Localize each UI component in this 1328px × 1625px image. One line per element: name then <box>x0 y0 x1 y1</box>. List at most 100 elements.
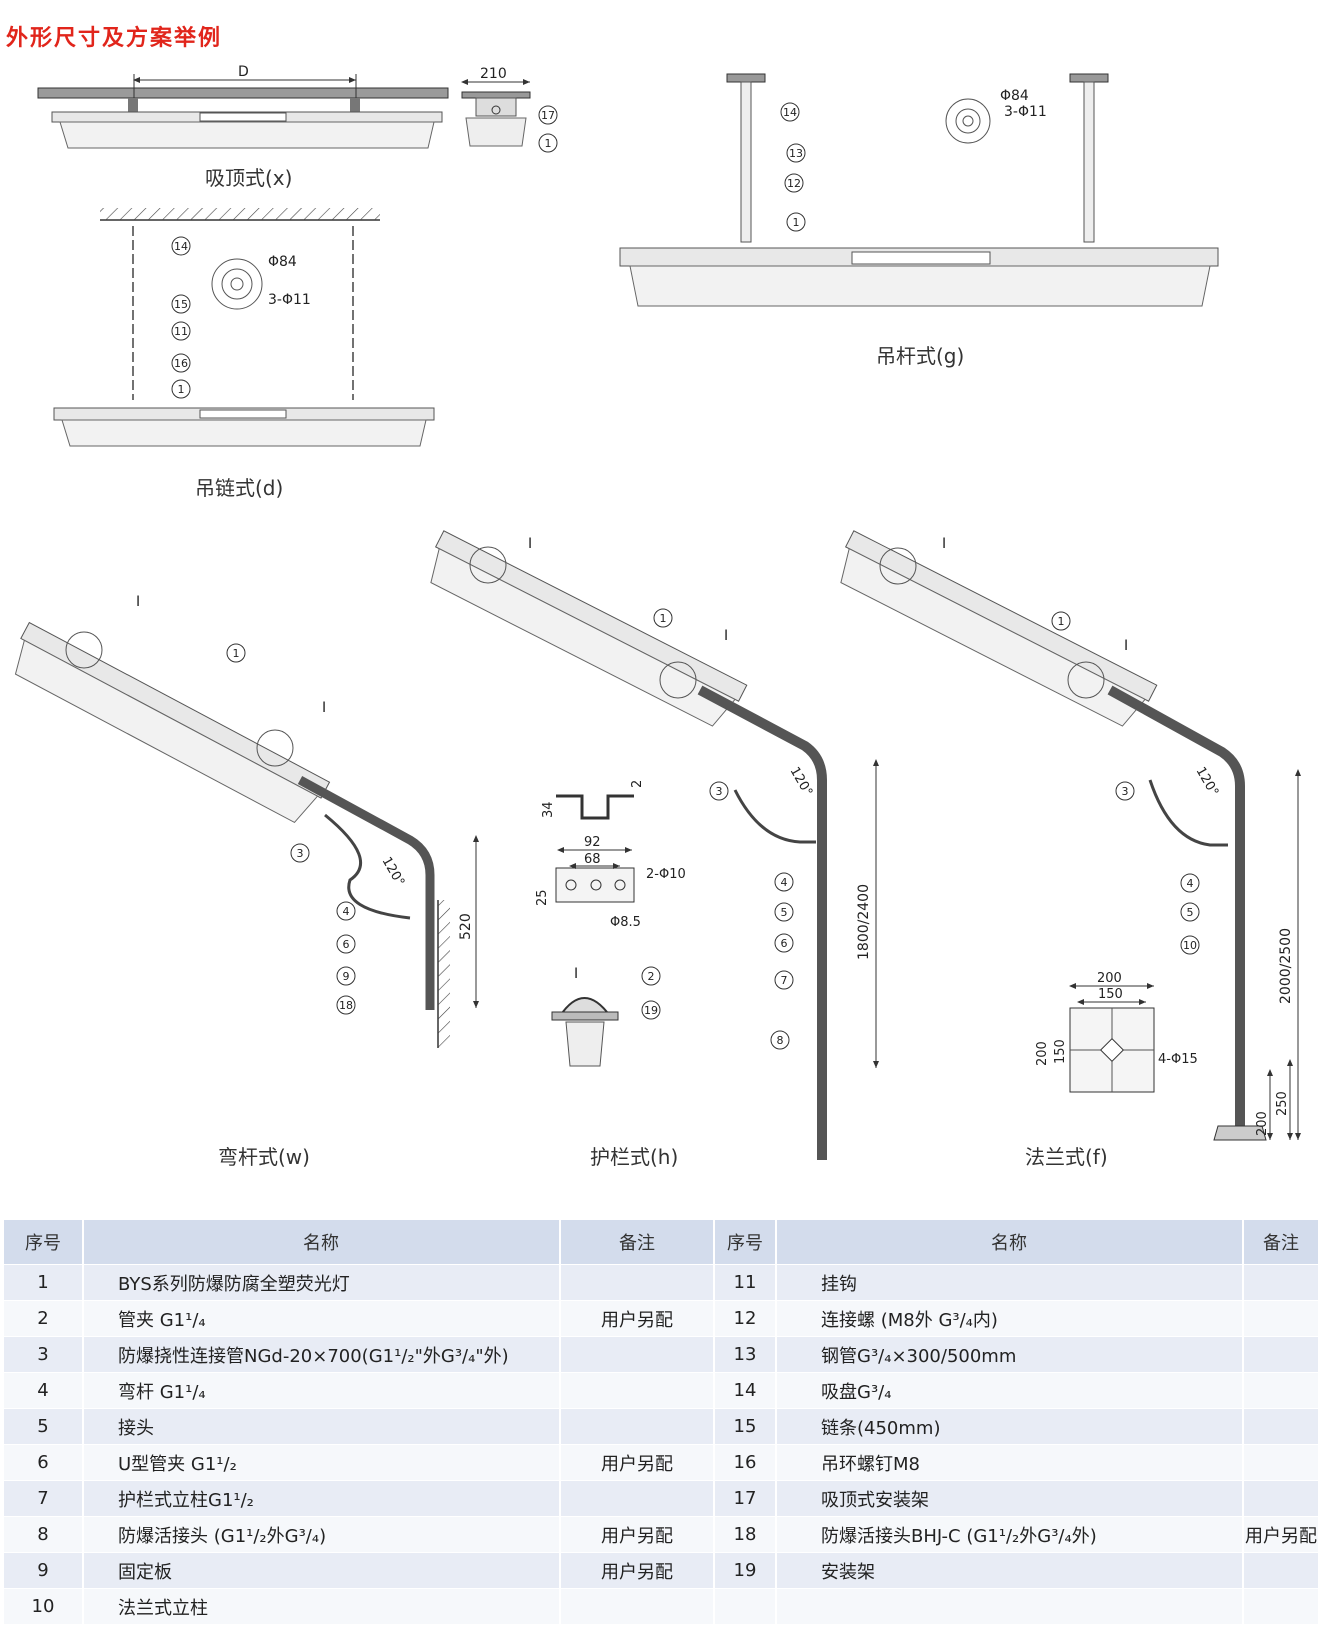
callout-circle <box>786 212 806 232</box>
callout-number: 14 <box>783 106 797 119</box>
callout-number: 10 <box>1183 939 1197 952</box>
callout-circle <box>538 133 558 153</box>
callout-number: 14 <box>174 240 188 253</box>
caption-chain: 吊链式(d) <box>195 476 283 500</box>
table-cell <box>560 1408 715 1445</box>
dim-phi84-d: Φ84 <box>268 254 297 270</box>
callout-number: 3 <box>297 847 304 860</box>
dim-phi84-g: Φ84 <box>1000 88 1029 104</box>
table-cell <box>560 1588 715 1625</box>
table-cell: 9 <box>4 1552 84 1589</box>
dim-f200b: 200 <box>1035 1041 1050 1066</box>
callout-circle <box>1051 611 1071 631</box>
table-header-row: 序号 名称 备注 序号 名称 备注 <box>4 1220 1320 1265</box>
table-cell <box>1243 1480 1320 1517</box>
caption-ceiling: 吸顶式(x) <box>205 166 292 190</box>
dim-u34: 34 <box>541 801 556 818</box>
callout-circle <box>774 970 794 990</box>
dim-u92: 92 <box>584 835 601 850</box>
table-cell: 1 <box>4 1264 84 1301</box>
callout-number: 11 <box>174 325 188 338</box>
drawing-ceiling-mount: D 210 <box>37 64 531 149</box>
table-cell: 用户另配 <box>1243 1516 1320 1553</box>
page-title: 外形尺寸及方案举例 <box>6 26 223 51</box>
table-cell: 2 <box>4 1300 84 1337</box>
table-cell <box>1243 1408 1320 1445</box>
table-cell: BYS系列防爆防腐全塑荧光灯 <box>83 1264 561 1301</box>
table-cell: 19 <box>714 1552 777 1589</box>
callout-circle <box>774 872 794 892</box>
callout-circle <box>1115 781 1135 801</box>
caption-bent: 弯杆式(w) <box>218 1145 310 1169</box>
table-cell: 弯杆 G1¹/₄ <box>83 1372 561 1409</box>
table-cell: 13 <box>714 1336 777 1373</box>
table-cell: 吸盘G³/₄ <box>776 1372 1244 1409</box>
table-cell: 吸顶式安装架 <box>776 1480 1244 1517</box>
table-cell <box>1243 1588 1320 1625</box>
detail-I-h2: I <box>724 628 728 644</box>
dim-phi85: Φ8.5 <box>610 915 641 930</box>
callout-number: 4 <box>343 905 350 918</box>
dim-f200a: 200 <box>1097 971 1122 986</box>
table-cell: 防爆活接头BHJ-C (G1¹/₂外G³/₄外) <box>776 1516 1244 1553</box>
table-cell: 安装架 <box>776 1552 1244 1589</box>
drawing-guardrail-pole: I I 120° 1800/2400 <box>430 530 879 1160</box>
callout-number: 18 <box>339 999 353 1012</box>
callout-number: 1 <box>660 612 667 625</box>
drawing-rod-mount: Φ84 3-Φ11 <box>619 73 1219 307</box>
caption-guardrail: 护栏式(h) <box>590 1145 678 1169</box>
table-cell: 接头 <box>83 1408 561 1445</box>
callout-circle <box>171 236 191 256</box>
dim-520: 520 <box>458 913 474 940</box>
table-cell <box>714 1588 777 1625</box>
dim-b200: 200 <box>1255 1111 1270 1136</box>
detail-I-w2: I <box>322 700 326 716</box>
table-cell <box>1243 1444 1320 1481</box>
col-header: 名称 <box>83 1220 561 1265</box>
table-cell: 防爆挠性连接管NGd-20×700(G1¹/₂"外G³/₄"外) <box>83 1336 561 1373</box>
table-cell: 固定板 <box>83 1552 561 1589</box>
callout-number: 15 <box>174 298 188 311</box>
callout-circle <box>709 781 729 801</box>
callout-number: 1 <box>1058 615 1065 628</box>
callout-number: 19 <box>644 1004 658 1017</box>
callout-number: 4 <box>781 876 788 889</box>
callout-number: 7 <box>781 974 788 987</box>
table-cell: 法兰式立柱 <box>83 1588 561 1625</box>
callout-number: 16 <box>174 357 188 370</box>
callout-circle <box>786 143 806 163</box>
table-cell: 14 <box>714 1372 777 1409</box>
callout-number: 6 <box>343 938 350 951</box>
callout-circle <box>336 934 356 954</box>
callout-circle <box>653 608 673 628</box>
callout-number: 1 <box>793 216 800 229</box>
table-cell <box>560 1372 715 1409</box>
drawing-flange-pole: I I 120° 2000/2500 200 150 200 150 4-Φ15… <box>840 530 1301 1141</box>
table-cell: 挂钩 <box>776 1264 1244 1301</box>
dim-holes2: 2-Φ10 <box>646 867 686 882</box>
callout-number: 13 <box>789 147 803 160</box>
table-cell <box>1243 1300 1320 1337</box>
dim-holes3-g: 3-Φ11 <box>1004 104 1047 120</box>
detail-I-h1: I <box>528 536 532 552</box>
callout-number: 5 <box>1187 906 1194 919</box>
table-cell: 管夹 G1¹/₄ <box>83 1300 561 1337</box>
callout-circle <box>336 995 356 1015</box>
callout-circle <box>538 105 558 125</box>
callout-number: 9 <box>343 970 350 983</box>
dim-210: 210 <box>480 66 507 82</box>
callout-circle <box>770 1030 790 1050</box>
callout-circle <box>780 102 800 122</box>
callout-circle <box>171 294 191 314</box>
col-header: 名称 <box>776 1220 1244 1265</box>
caption-flange: 法兰式(f) <box>1025 1145 1108 1169</box>
table-cell: 吊环螺钉M8 <box>776 1444 1244 1481</box>
table-cell: 15 <box>714 1408 777 1445</box>
